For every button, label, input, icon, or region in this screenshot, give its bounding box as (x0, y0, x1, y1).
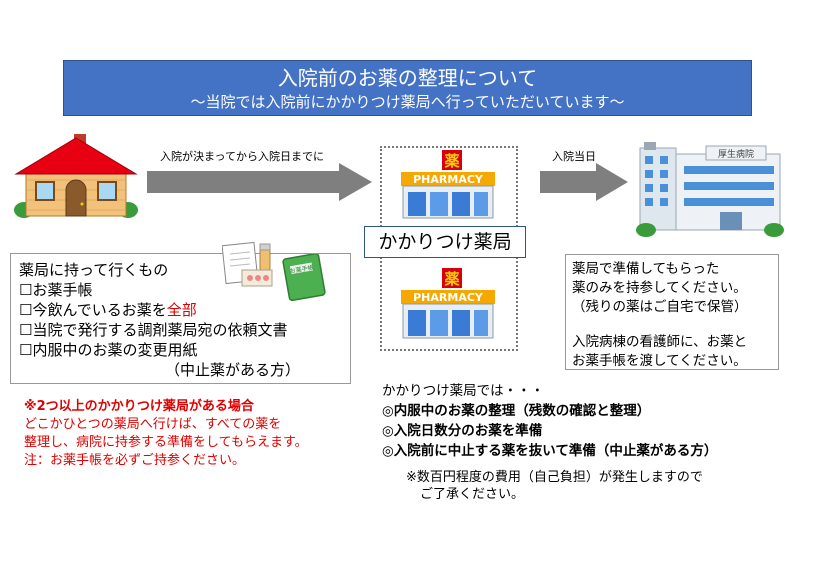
warning-line: どこかひとつの薬局へ行けば、すべての薬を (24, 417, 282, 432)
tasks-intro: かかりつけ薬局では・・・ (382, 383, 545, 399)
bring-item-text: お薬手帳 (32, 281, 93, 299)
task-item: ◎入院前に中止する薬を抜いて準備（中止薬がある方） (382, 443, 718, 459)
checkbox-glyph: ☐ (19, 341, 33, 359)
documents-icon (222, 241, 273, 287)
title-banner: 入院前のお薬の整理について ～当院では入院前にかかりつけ薬局へ行っていただいてい… (63, 60, 752, 116)
bring-item: ☐内服中のお薬の変更用紙 (19, 340, 350, 360)
instruction-line: お薬手帳を渡してください。 (572, 353, 747, 369)
pharmacy-kanji: 薬 (443, 152, 459, 170)
instruction-line: （残りの薬はご自宅で保管） (572, 299, 748, 315)
fee-line: ※数百円程度の費用（自己負担）が発生しますので (406, 470, 703, 485)
hospital-sign: 厚生病院 (718, 148, 754, 160)
pharmacy-icon: 薬 PHARMACY (401, 150, 495, 219)
hospital-icon: 厚生病院 (636, 142, 784, 237)
bring-item: ☐当院で発行する調剤薬局宛の依頼文書 (19, 320, 350, 340)
task-item: ◎内服中のお薬の整理（残数の確認と整理） (382, 403, 651, 419)
instruction-line: 入院病棟の看護師に、お薬と (572, 334, 748, 350)
instruction-line: 薬局で準備してもらった (572, 261, 720, 277)
bring-item-text: 当院で発行する調剤薬局宛の依頼文書 (32, 321, 288, 339)
bring-item: ☐今飲んでいるお薬を全部 (19, 300, 350, 320)
bring-item-text: 内服中のお薬の変更用紙 (32, 341, 198, 359)
medicine-booklet-icon: お薬手帳 (282, 254, 326, 302)
checkbox-glyph: ☐ (19, 301, 33, 319)
warning-heading: ※2つ以上のかかりつけ薬局がある場合 (24, 399, 254, 414)
instruction-line: 薬のみを持参してください。 (572, 280, 747, 296)
step-label-before-admission: 入院が決まってから入院日までに (160, 150, 325, 163)
multiple-pharmacies-note: ※2つ以上のかかりつけ薬局がある場合 どこかひとつの薬局へ行けば、すべての薬を … (24, 398, 308, 470)
arrow-to-hospital (540, 163, 628, 201)
arrow-to-pharmacy (147, 163, 372, 201)
fee-note: ※数百円程度の費用（自己負担）が発生しますので ご了承ください。 (406, 469, 703, 503)
pharmacy-tasks: かかりつけ薬局では・・・ ◎内服中のお薬の整理（残数の確認と整理） ◎入院日数分… (382, 381, 717, 461)
page-title: 入院前のお薬の整理について (277, 66, 538, 90)
pharmacy-sign: PHARMACY (413, 173, 484, 186)
task-item: ◎入院日数分のお薬を準備 (382, 423, 543, 439)
fee-line: ご了承ください。 (420, 487, 525, 502)
bring-item: ☐お薬手帳 (19, 280, 350, 300)
pharmacy-label: かかりつけ薬局 (364, 226, 526, 258)
bring-item-text: 今飲んでいるお薬を (32, 301, 167, 319)
warning-line: 整理し、病院に持参する準備をしてもらえます。 (24, 435, 308, 450)
house-icon (14, 134, 138, 218)
step-label-admission-day: 入院当日 (552, 150, 596, 163)
bring-heading: 薬局に持って行くもの (19, 261, 169, 279)
bring-item-accent: 全部 (166, 301, 197, 319)
pharmacy-sign-2: PHARMACY (413, 291, 484, 304)
warning-line: 注：お薬手帳を必ずご持参ください。 (24, 453, 246, 468)
spacer (572, 317, 778, 333)
page-subtitle: ～当院では入院前にかかりつけ薬局へ行っていただいています～ (190, 93, 625, 111)
pharmacy-icon-2: 薬 PHARMACY (401, 268, 495, 339)
pharmacy-kanji-2: 薬 (443, 270, 459, 288)
checkbox-glyph: ☐ (19, 281, 33, 299)
bring-item-note: （中止薬がある方） (165, 361, 301, 379)
hospital-instructions-box: 薬局で準備してもらった 薬のみを持参してください。 （残りの薬はご自宅で保管） … (565, 254, 779, 370)
checkbox-glyph: ☐ (19, 321, 33, 339)
